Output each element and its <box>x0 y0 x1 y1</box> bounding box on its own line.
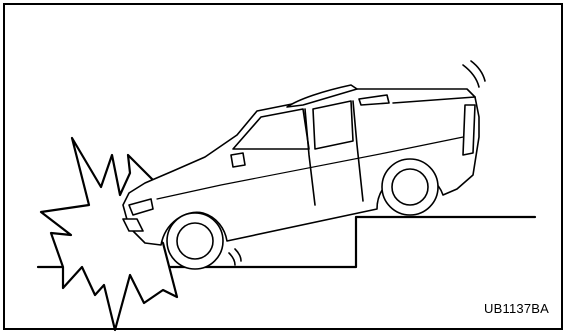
figure-frame: UB1137BA <box>3 3 563 330</box>
collision-illustration <box>5 5 565 332</box>
front-wheel-hub <box>177 223 213 259</box>
tailgate <box>463 105 475 155</box>
motion-marks-front <box>229 249 241 265</box>
pickup-truck <box>123 85 479 269</box>
figure-code-label: UB1137BA <box>484 301 549 316</box>
motion-marks-rear <box>463 61 485 87</box>
rear-wheel-hub <box>392 169 428 205</box>
side-mirror <box>231 153 245 167</box>
rear-window <box>313 101 353 149</box>
